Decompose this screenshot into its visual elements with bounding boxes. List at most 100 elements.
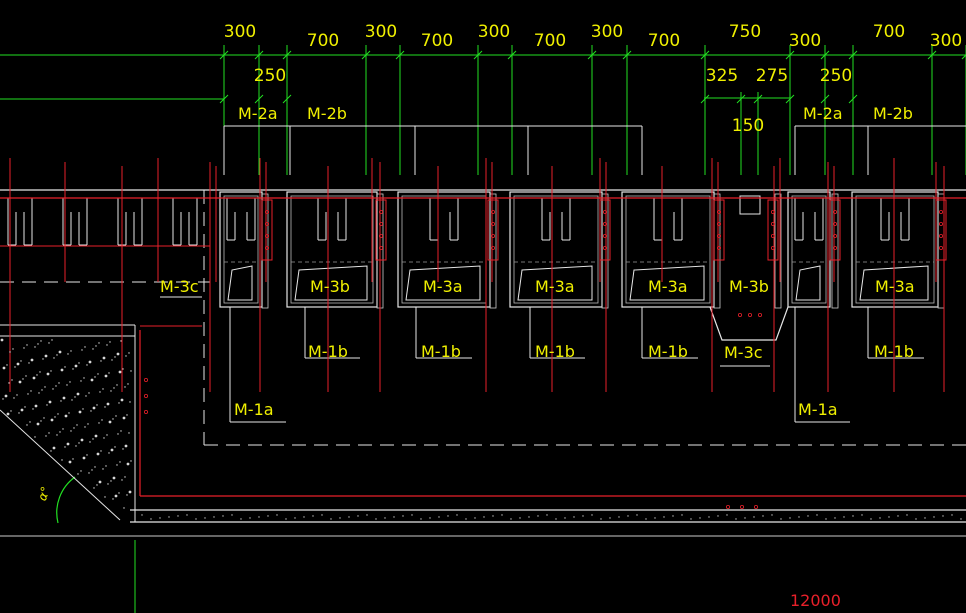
concrete-grain — [61, 459, 63, 461]
concrete-grain — [112, 476, 116, 480]
concrete-grain — [108, 452, 110, 454]
concrete-grain — [70, 430, 72, 432]
concrete-grain — [73, 427, 75, 429]
concrete-grain — [124, 476, 126, 478]
concrete-grain — [70, 350, 72, 352]
aggregate-dot — [420, 518, 422, 520]
label-m-3b: M-3b — [729, 277, 769, 296]
concrete-grain — [93, 487, 95, 489]
concrete-grain — [20, 360, 22, 362]
aggregate-dot — [699, 517, 701, 519]
rebar-dot — [939, 221, 944, 226]
concrete-grain — [78, 442, 80, 444]
dimension-text: 750 — [729, 22, 761, 42]
aggregate-dot — [312, 515, 314, 517]
label-m-3a: M-3a — [875, 277, 915, 296]
rebar-lines — [0, 158, 966, 509]
concrete-grain — [119, 461, 121, 463]
aggregate-dot — [852, 515, 854, 517]
dimension-tick — [507, 50, 517, 60]
module-wedge — [405, 265, 481, 301]
concrete-grain — [66, 442, 70, 446]
concrete-grain — [102, 356, 106, 360]
concrete-grain — [78, 362, 80, 364]
concrete-grain — [20, 408, 24, 412]
aggregate-dot — [771, 514, 773, 516]
concrete-grain — [118, 370, 122, 374]
label-m-3a: M-3a — [648, 277, 688, 296]
aggregate-dot — [735, 518, 737, 520]
concrete-grain — [128, 490, 132, 494]
aggregate-dot — [474, 517, 476, 519]
label-m-1b: M-1b — [648, 342, 688, 361]
aggregate-dot — [582, 515, 584, 517]
concrete-grain — [92, 438, 94, 440]
aggregate-dot — [618, 516, 620, 518]
concrete-grain — [116, 352, 120, 356]
rebar-dot — [717, 245, 722, 250]
concrete-grain — [123, 507, 125, 509]
label-m-1b: M-1b — [535, 342, 575, 361]
concrete-grain — [130, 460, 132, 462]
concrete-grain — [43, 417, 45, 419]
concrete-grain — [90, 378, 94, 382]
aggregate-dot — [159, 517, 161, 519]
dimension-text: 700 — [421, 31, 453, 51]
dimension-text: 700 — [873, 22, 905, 42]
aggregate-dot — [834, 517, 836, 519]
rebar-dot — [264, 221, 269, 226]
concrete-grain — [69, 381, 71, 383]
rebar-dot — [490, 209, 495, 214]
rebar-dot — [833, 245, 838, 250]
concrete-grain — [92, 406, 96, 410]
wall-hatch — [713, 193, 721, 309]
concrete-grain — [36, 422, 40, 426]
label-m-1b: M-1b — [308, 342, 348, 361]
label-m-1b: M-1b — [874, 342, 914, 361]
concrete-grain — [110, 480, 112, 482]
rebar-dot — [758, 312, 763, 317]
concrete-grain — [85, 395, 87, 397]
concrete-grain — [41, 389, 43, 391]
concrete-grain — [50, 418, 54, 422]
dimension-text: 300 — [224, 22, 256, 42]
concrete-grain — [113, 387, 115, 389]
concrete-grain — [26, 344, 28, 346]
concrete-grain — [11, 379, 13, 381]
concrete-grain — [67, 353, 69, 355]
concrete-grain — [50, 370, 52, 372]
dimension-tick — [622, 50, 632, 60]
aggregate-dot — [501, 514, 503, 516]
dimension-text: 275 — [756, 66, 788, 86]
concrete-grain — [51, 339, 53, 341]
label-m-1b: M-1b — [421, 342, 461, 361]
rebar-dot — [490, 245, 495, 250]
dimension-text: 300 — [930, 31, 962, 51]
concrete-grain — [89, 441, 91, 443]
module-wedge — [517, 265, 593, 301]
concrete-grain — [80, 438, 84, 442]
rebar-stirrup — [829, 199, 841, 261]
rebar-dot — [264, 233, 269, 238]
wall-hatch — [601, 193, 609, 309]
concrete-grain — [116, 384, 118, 386]
rebar-dot — [378, 209, 383, 214]
concrete-grain — [106, 344, 108, 346]
concrete-grain — [96, 484, 98, 486]
concrete-grain — [36, 374, 38, 376]
dimension-tick — [282, 94, 292, 104]
aggregate-dot — [861, 514, 863, 516]
aggregate-dot — [528, 516, 530, 518]
aggregate-dot — [240, 518, 242, 520]
aggregate-dot — [402, 515, 404, 517]
label-m-2b: M-2b — [873, 104, 913, 123]
red-dimension-12000: 12000 — [790, 591, 841, 610]
concrete-grain — [42, 358, 44, 360]
concrete-grain — [46, 404, 48, 406]
concrete-grain — [6, 412, 10, 416]
concrete-grain — [48, 432, 50, 434]
concrete-grain — [0, 338, 4, 342]
concrete-grain — [94, 376, 96, 378]
aggregate-dot — [375, 518, 377, 520]
rebar-dot — [771, 233, 776, 238]
